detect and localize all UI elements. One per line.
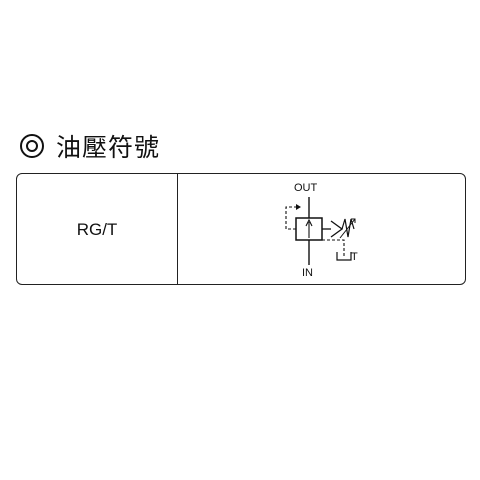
adjust-arrow-head (351, 218, 356, 223)
symbol-table: RG/T (16, 173, 466, 285)
adjust-arrow-shaft (339, 218, 356, 239)
spring-cone (330, 220, 344, 238)
flow-arrow-head (305, 218, 313, 227)
section-title: 油壓符號 (56, 133, 161, 162)
port-label-in: IN (302, 267, 313, 279)
column-divider (177, 174, 178, 284)
model-cell: RG/T (17, 174, 177, 284)
drain-line (322, 239, 345, 258)
section-heading: 油壓符號 (20, 128, 160, 164)
port-label-out: OUT (294, 182, 318, 194)
pilot-line (285, 206, 298, 230)
port-label-tank: T (351, 251, 358, 263)
tank-icon (336, 252, 352, 261)
model-label: RG/T (76, 220, 118, 239)
pilot-arrow-icon (296, 204, 301, 210)
double-circle-icon (20, 134, 44, 158)
